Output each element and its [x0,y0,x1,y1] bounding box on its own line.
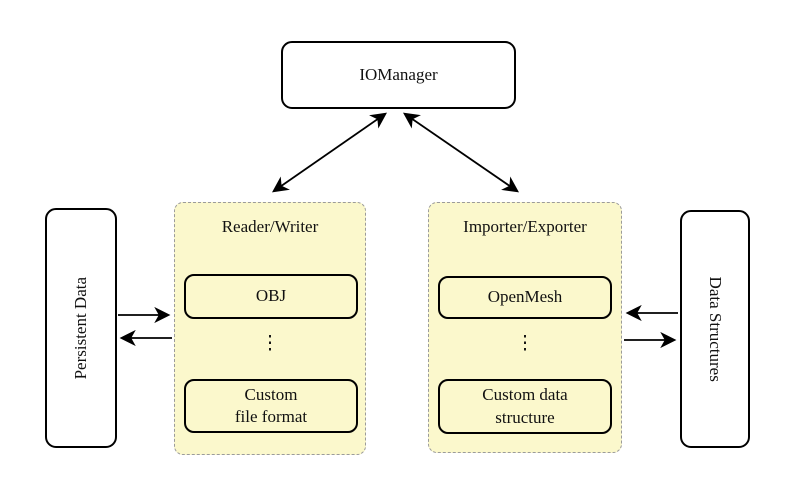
iomanager-label: IOManager [359,64,438,84]
ellipsis-dots: ⋮ [260,333,280,354]
data-structures-node: Data Structures [680,210,750,448]
reader-writer-title: Reader/Writer [221,217,319,236]
persistent-data-node: Persistent Data [45,208,117,448]
openmesh-node: OpenMesh [438,276,612,319]
importer-exporter-group: Importer/Exporter OpenMesh ⋮ Custom data… [428,202,622,453]
data-structures-label: Data Structures [706,276,726,382]
importer-exporter-title: Importer/Exporter [463,217,587,236]
obj-label: OBJ [255,286,287,306]
arrow-iomanager-readerwriter [272,112,387,193]
arrow-iomanager-importerexporter [402,112,520,193]
obj-node: OBJ [184,274,358,319]
reader-writer-group: Reader/Writer OBJ ⋮ Custom file format [174,202,366,455]
iomanager-node: IOManager [281,41,516,109]
custom-file-format-node: Custom file format [184,379,358,433]
custom-file-format-label: Custom file format [234,384,308,426]
ellipsis-dots: ⋮ [515,333,535,354]
persistent-data-label: Persistent Data [70,276,90,380]
custom-data-structure-node: Custom data structure [438,379,612,434]
custom-data-structure-label: Custom data structure [482,385,568,427]
openmesh-label: OpenMesh [487,287,563,307]
